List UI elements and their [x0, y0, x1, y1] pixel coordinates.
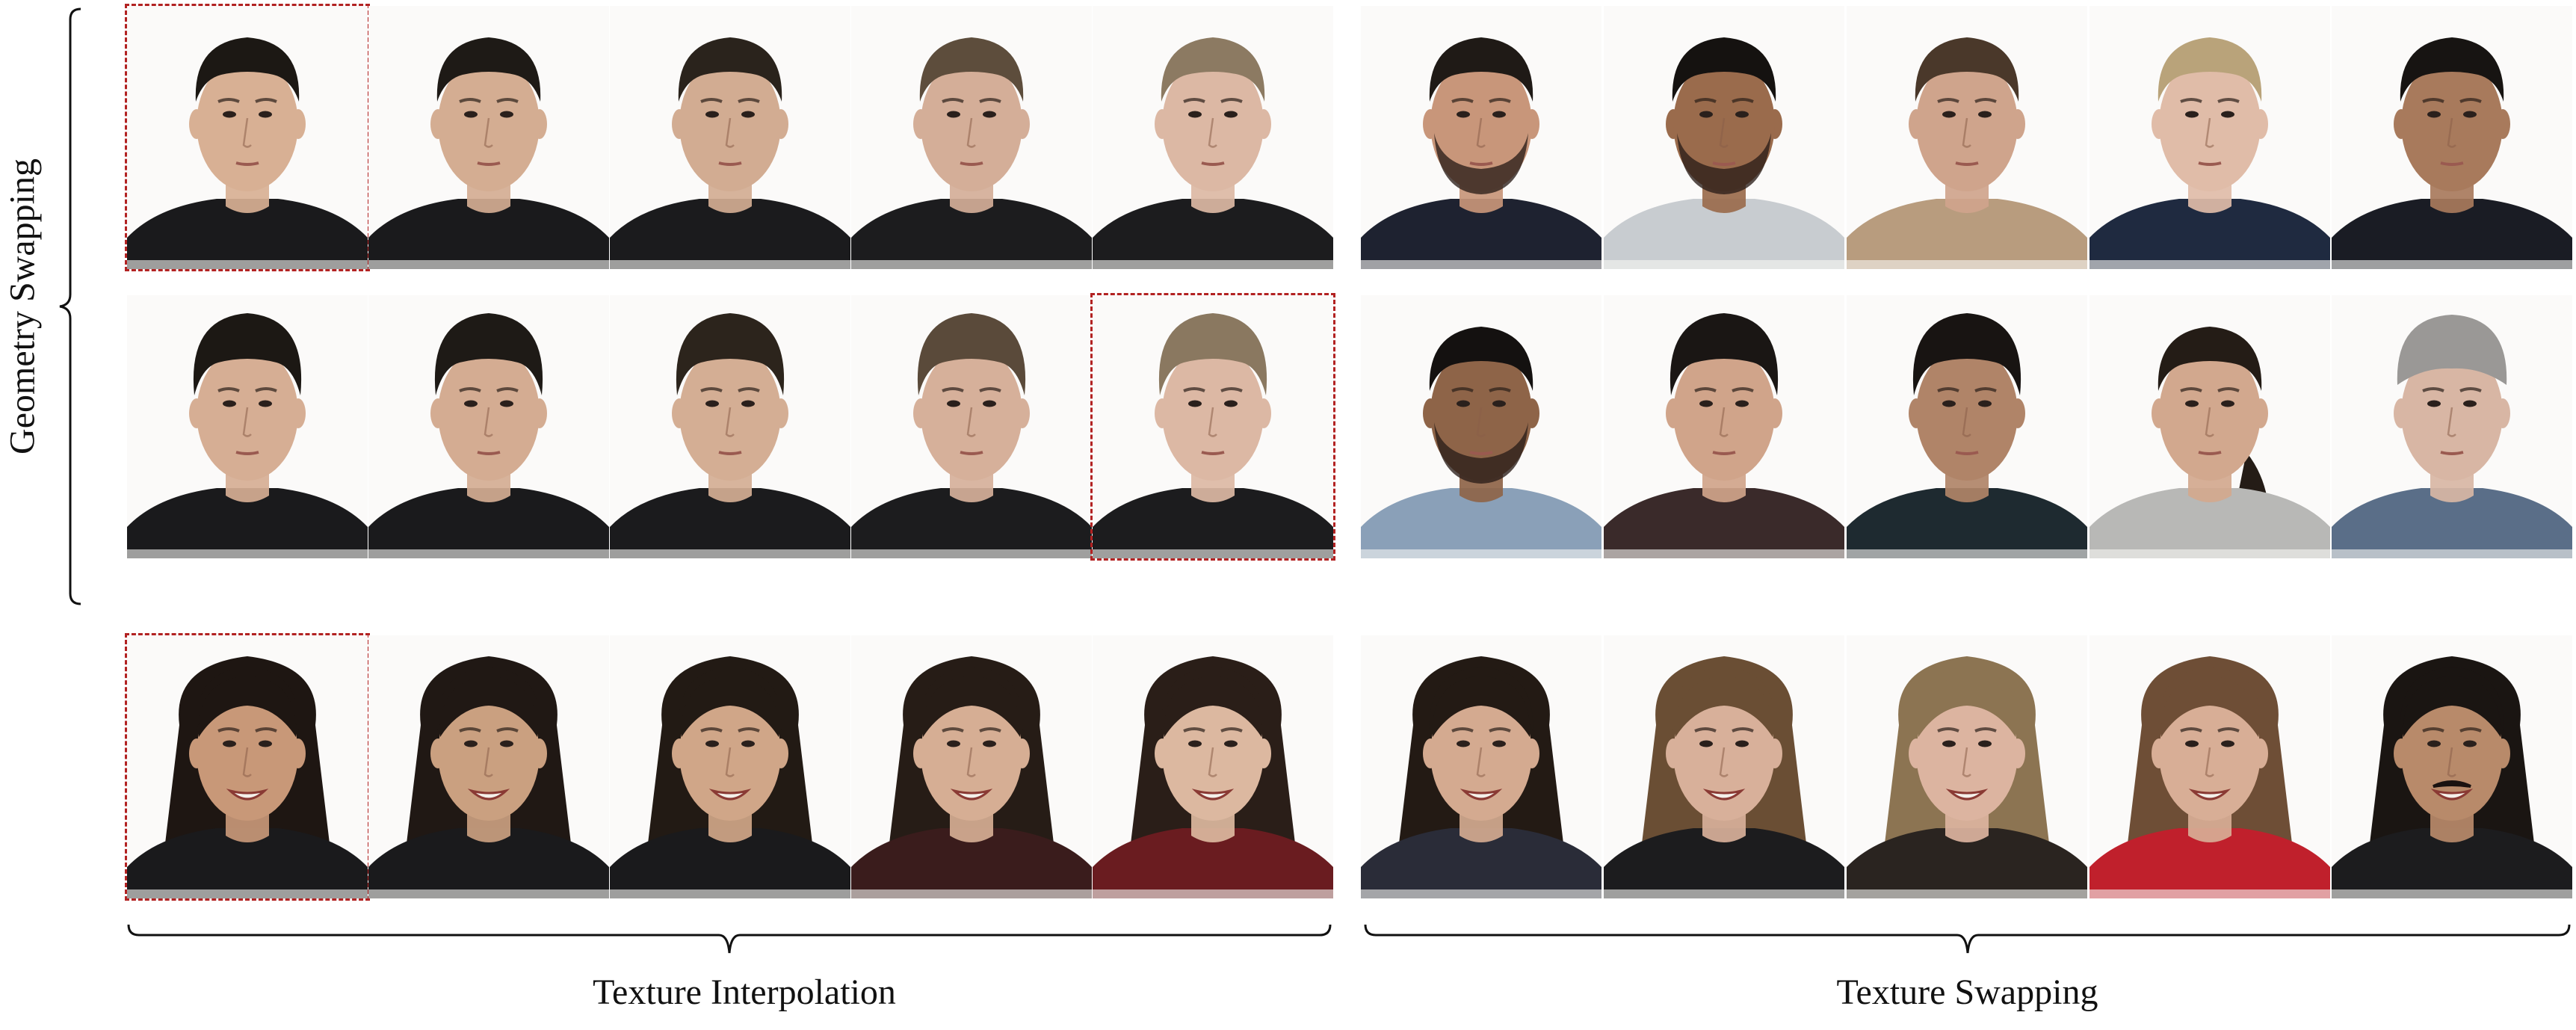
face-image-man-dark-hair: [2332, 6, 2572, 269]
face-image-man-light-brown-hair: [1093, 6, 1333, 269]
face-image-man-dark-hair: [1847, 295, 2087, 558]
face-image-man-brown-hair: [851, 6, 1092, 269]
face-image-young-man-blond-hair: [2089, 6, 2330, 269]
face-image-smiling-woman-light-brown-hair: [1604, 635, 1844, 898]
face-image-smiling-woman-long-dark-hair: [125, 633, 370, 901]
face-image-man-dark-brown-hair: [610, 295, 850, 558]
face-image-man-dark-skin-beard: [1604, 6, 1844, 269]
face-image-older-woman-grey-hat: [2332, 295, 2572, 558]
face-image-asian-man-black-hair: [127, 295, 368, 558]
face-image-smiling-woman-long-dark-hair: [851, 635, 1092, 898]
face-image-man-dark-skin-beard: [1361, 295, 1601, 558]
texture-interpolation-caption: Texture Interpolation: [593, 972, 896, 1012]
texture-swapping-brace: [1364, 924, 2571, 954]
face-image-man-dark-hair-fringe: [1604, 295, 1844, 558]
face-image-man-light-brown-hair: [1090, 293, 1335, 561]
face-image-smiling-woman-dark-curly-hair: [1361, 635, 1601, 898]
face-image-smiling-woman-brown-hair: [2089, 635, 2330, 898]
face-image-smiling-woman-long-dark-hair: [368, 635, 609, 898]
face-image-woman-dark-hair-tied: [2089, 295, 2330, 558]
face-image-woman-short-brown-hair: [1847, 6, 2087, 269]
face-image-asian-man-short-black-hair: [368, 6, 609, 269]
geometry-swapping-label: Geometry Swapping: [2, 158, 43, 454]
geometry-swapping-brace: [59, 7, 81, 605]
face-image-smiling-woman-long-dark-hair: [610, 635, 850, 898]
face-image-asian-man-black-hair: [368, 295, 609, 558]
face-image-asian-man-short-black-hair: [125, 4, 370, 271]
texture-swapping-caption: Texture Swapping: [1836, 972, 2098, 1012]
face-image-man-dark-hair-beard: [1361, 6, 1601, 269]
face-image-smiling-man-long-dark-hair-mustache: [2332, 635, 2572, 898]
texture-interpolation-brace: [127, 924, 1332, 954]
face-image-smiling-woman-blonde-hair: [1847, 635, 2087, 898]
face-image-man-dark-brown-hair: [610, 6, 850, 269]
face-image-smiling-woman-long-dark-hair: [1093, 635, 1333, 898]
face-image-man-brown-hair: [851, 295, 1092, 558]
